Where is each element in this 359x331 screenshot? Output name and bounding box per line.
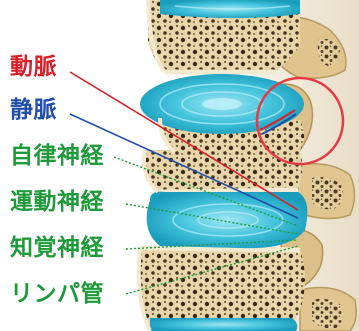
disc-bottom [150, 318, 297, 331]
label-motor-nerve: 運動神経 [10, 189, 104, 215]
label-autonomic-nerve: 自律神経 [10, 143, 104, 169]
label-lymphatic-vessel: リンパ管 [10, 281, 104, 307]
disc-top [160, 0, 300, 18]
label-sensory-nerve: 知覚神経 [10, 235, 104, 261]
label-vein: 静脈 [10, 97, 57, 123]
label-artery: 動脈 [10, 54, 57, 80]
vertebra-middle-2 [144, 150, 302, 192]
